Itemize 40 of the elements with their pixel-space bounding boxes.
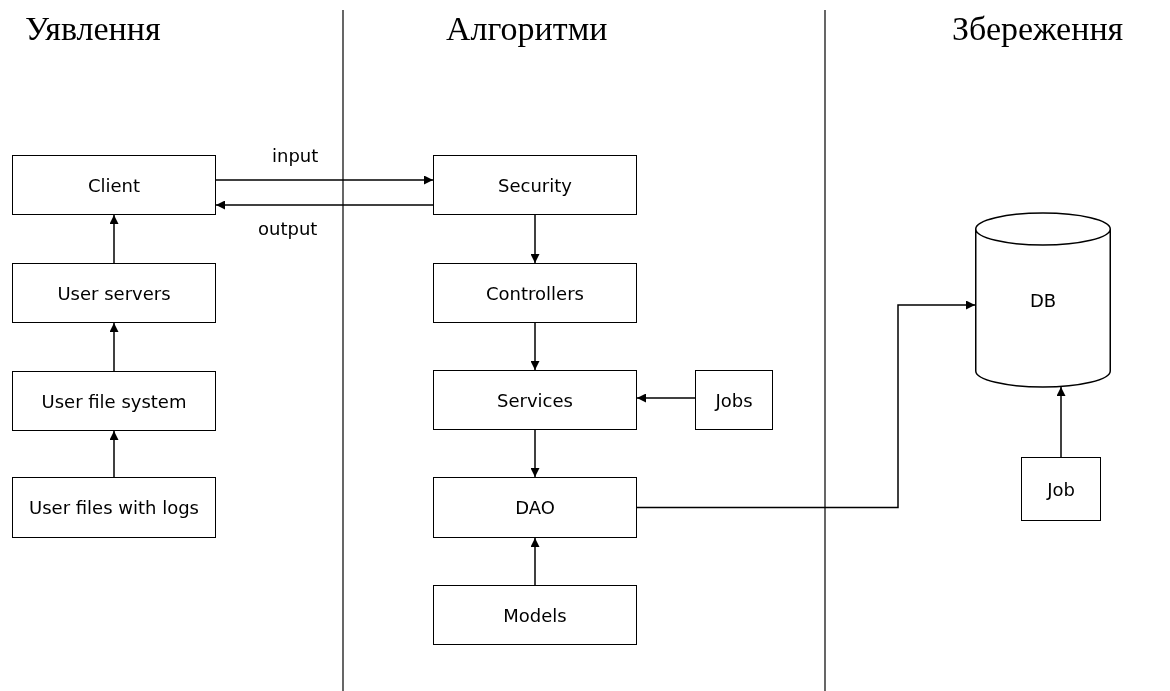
- column-heading: Збереження: [952, 10, 1124, 48]
- node-label: DB: [1028, 289, 1058, 311]
- arrow: [215, 175, 434, 185]
- process-box: [433, 263, 637, 323]
- process-box: [1021, 457, 1101, 521]
- arrow: [530, 429, 540, 478]
- arrow: [636, 300, 976, 509]
- arrow: [530, 214, 540, 264]
- node-label: User files with logs: [28, 497, 200, 518]
- process-box: [433, 477, 637, 538]
- column-heading: Уявлення: [25, 10, 161, 48]
- process-box: [12, 371, 216, 431]
- node-label: Security: [497, 174, 573, 196]
- node-label: Models: [502, 604, 568, 626]
- node-label: User servers: [56, 282, 172, 304]
- arrow: [215, 200, 434, 210]
- arrow: [109, 322, 119, 372]
- arrow: [530, 537, 540, 586]
- edge-label: input: [270, 145, 321, 166]
- arrow: [109, 430, 119, 478]
- arrow: [109, 214, 119, 264]
- column-heading: Алгоритми: [446, 10, 608, 48]
- process-box: [12, 477, 216, 538]
- database-cylinder: [975, 213, 1111, 387]
- node-label: Services: [496, 389, 574, 411]
- node-label: User file system: [40, 390, 188, 412]
- arrow: [1056, 386, 1066, 458]
- process-box: [433, 585, 637, 645]
- process-box: [12, 263, 216, 323]
- node-label: Controllers: [485, 282, 585, 304]
- process-box: [695, 370, 773, 430]
- node-label: Job: [1045, 478, 1076, 500]
- node-label: Jobs: [713, 389, 754, 411]
- node-label: Client: [86, 174, 142, 196]
- arrow: [636, 393, 696, 403]
- process-box: [12, 155, 216, 215]
- node-label: DAO: [514, 497, 556, 518]
- arrow: [530, 322, 540, 371]
- process-box: [433, 370, 637, 430]
- process-box: [433, 155, 637, 215]
